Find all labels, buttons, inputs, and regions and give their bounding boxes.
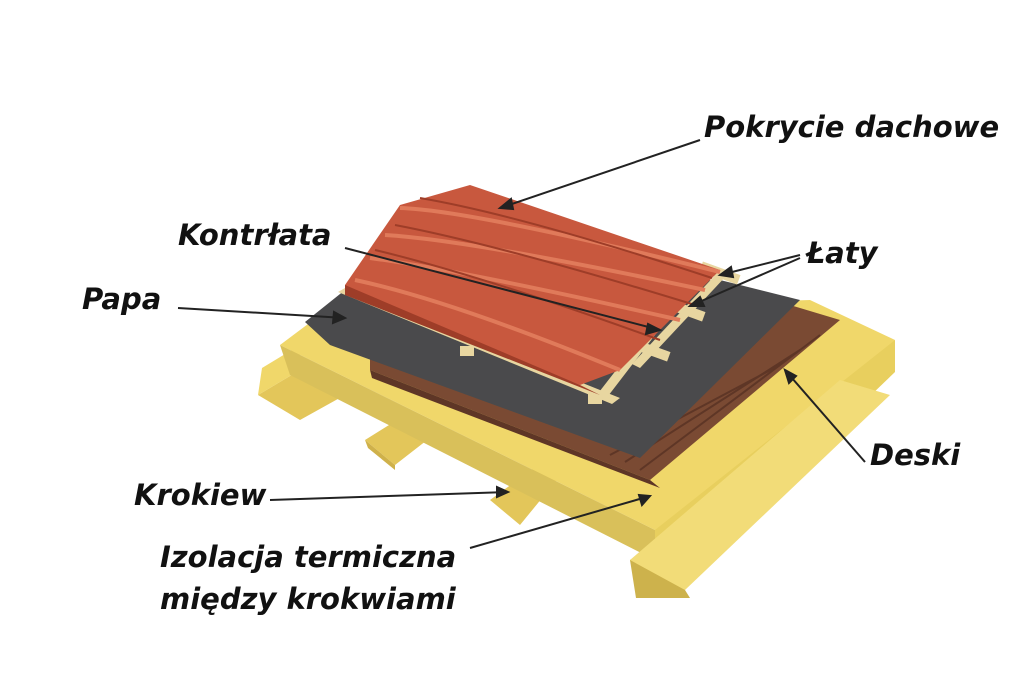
front-beam bbox=[630, 380, 890, 598]
rafter-1 bbox=[258, 370, 345, 420]
leader-counter-batten bbox=[344, 247, 661, 331]
arrow-roof-covering bbox=[497, 197, 515, 211]
arrow-battens-2 bbox=[687, 295, 706, 307]
leader-lines bbox=[177, 139, 866, 549]
rafter-2-end bbox=[365, 440, 395, 470]
leader-membrane bbox=[177, 307, 346, 319]
tile-ridge-1 bbox=[399, 206, 721, 274]
arrow-counter-batten bbox=[644, 322, 663, 336]
slab-front bbox=[280, 345, 655, 560]
label-membrane: Papa bbox=[82, 282, 162, 316]
tile-row-3 bbox=[374, 249, 661, 341]
label-rafter: Krokiew bbox=[134, 478, 267, 512]
arrow-membrane bbox=[331, 310, 348, 325]
label-boards: Deski bbox=[870, 438, 961, 472]
boards-edge bbox=[370, 370, 660, 488]
tile-ridge-4 bbox=[354, 278, 621, 372]
tile-row-2 bbox=[394, 224, 696, 306]
leader-rafter bbox=[269, 491, 509, 501]
leader-battens-1 bbox=[719, 254, 801, 276]
label-counter-batten: Kontrłata bbox=[178, 218, 332, 252]
tiles-shadow bbox=[345, 285, 600, 395]
label-roof-covering: Pokrycie dachowe bbox=[704, 110, 1000, 144]
leader-insulation bbox=[469, 495, 651, 549]
batten-5 bbox=[588, 394, 602, 404]
leader-battens-2 bbox=[689, 257, 801, 307]
arrow-rafter bbox=[496, 485, 511, 499]
label-insulation-line-2: między krokwiami bbox=[160, 582, 456, 616]
arrow-insulation bbox=[637, 493, 653, 508]
arrow-boards bbox=[783, 367, 798, 385]
label-insulation: Izolacja termiczna między krokwiami bbox=[160, 536, 456, 620]
label-insulation-line-1: Izolacja termiczna bbox=[160, 540, 457, 574]
arrow-battens-1 bbox=[717, 265, 735, 279]
tile-row-1 bbox=[419, 197, 713, 279]
front-beam-end bbox=[630, 560, 690, 598]
label-battens: Łaty bbox=[806, 236, 878, 270]
leader-boards bbox=[784, 369, 866, 463]
batten-4 bbox=[460, 346, 474, 356]
leader-roof-covering bbox=[499, 139, 701, 209]
